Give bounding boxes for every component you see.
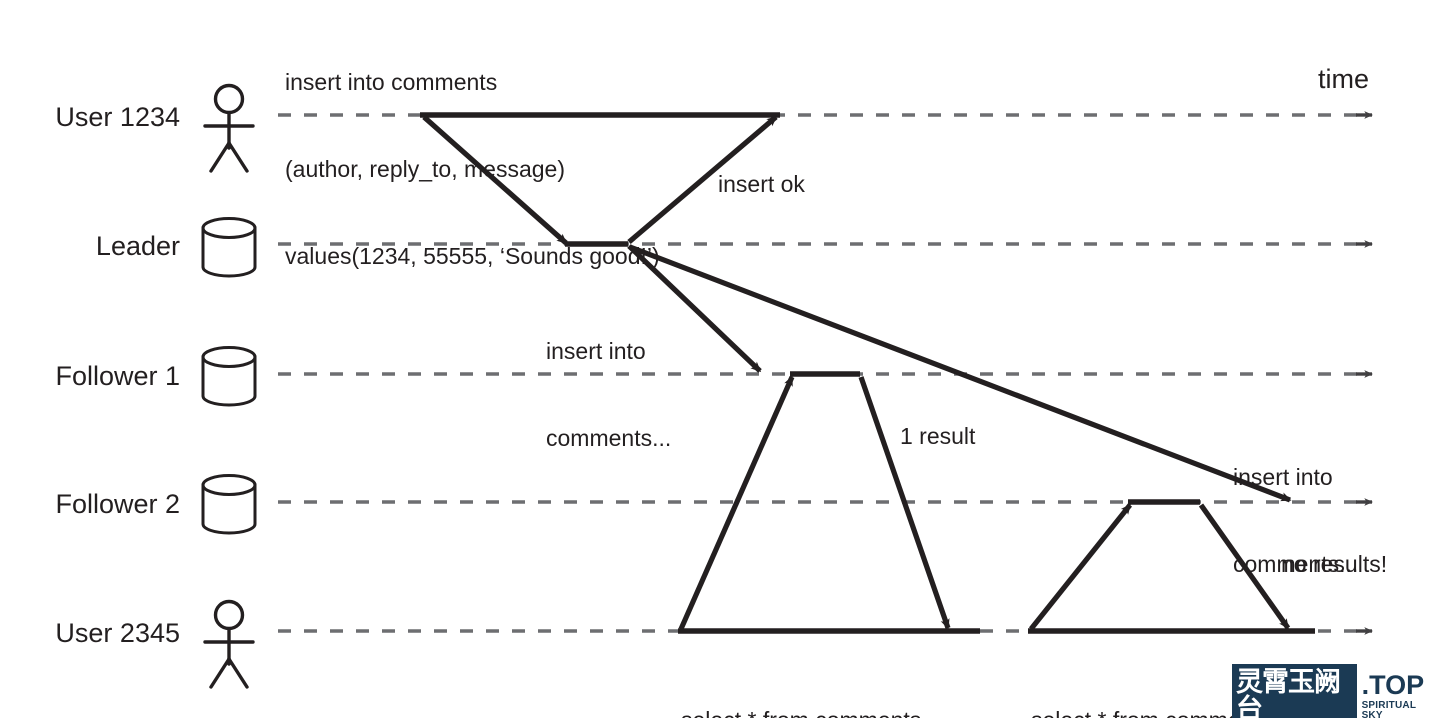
arrow-insert-ok bbox=[627, 115, 778, 244]
database-cylinder-icon-follower-1 bbox=[201, 346, 257, 407]
watermark-subtitle: SPIRITUAL SKY bbox=[1361, 700, 1416, 718]
watermark-latin: .TOP SPIRITUAL SKY bbox=[1362, 672, 1432, 718]
database-cylinder-icon-leader bbox=[201, 217, 257, 278]
query-2-note-line-1: select * from comments bbox=[1031, 706, 1272, 718]
insert-statement-note-line-1: insert into comments bbox=[285, 68, 498, 95]
actor-label-follower-2: Follower 2 bbox=[55, 489, 180, 519]
arrow-query-2-response bbox=[1198, 503, 1291, 630]
watermark: 灵霄玉阙台 .TOP SPIRITUAL SKY bbox=[1232, 664, 1432, 718]
replicate-follower-2-label: insert into comments... bbox=[1233, 405, 1358, 637]
arrow-replicate-follower-1 bbox=[627, 244, 762, 373]
arrow-insert-request bbox=[422, 115, 568, 245]
replicate-follower-2-label-line-1: insert into bbox=[1233, 463, 1333, 490]
database-cylinder-icon-follower-2 bbox=[201, 474, 257, 535]
query-2-note: select * from comments where reply_to = … bbox=[1031, 648, 1272, 718]
query-1-note-line-1: select * from comments bbox=[681, 706, 922, 718]
actor-label-user-2345: User 2345 bbox=[55, 618, 180, 648]
insert-ok-label: insert ok bbox=[718, 171, 805, 197]
arrow-replicate-follower-2 bbox=[629, 244, 1292, 503]
arrow-query-2-request bbox=[1028, 503, 1133, 631]
actor-label-leader: Leader bbox=[95, 231, 180, 261]
stick-figure-icon-user-2345 bbox=[203, 599, 255, 689]
insert-statement-note: insert into comments (author, reply_to, … bbox=[285, 10, 660, 329]
time-axis-label: time bbox=[1318, 64, 1370, 94]
stick-figure-icon-user-1234 bbox=[203, 83, 255, 173]
actor-label-user-1234: User 1234 bbox=[55, 102, 180, 132]
no-results-label: no results! bbox=[1281, 551, 1388, 577]
arrow-query-1-request bbox=[678, 375, 795, 631]
replicate-follower-1-label: insert into comments... bbox=[546, 279, 671, 511]
query-1-note: select * from comments where reply_to = … bbox=[681, 648, 922, 718]
lifeline-end-arrows bbox=[1356, 111, 1374, 635]
replicate-follower-2-label-line-2: comments... bbox=[1233, 550, 1359, 577]
watermark-tld: .TOP bbox=[1361, 670, 1425, 700]
message-arrows bbox=[422, 115, 1292, 631]
insert-statement-note-line-3: values(1234, 55555, ‘Sounds good!’) bbox=[285, 242, 660, 269]
actor-label-follower-1: Follower 1 bbox=[55, 361, 180, 391]
replicate-follower-1-label-line-1: insert into bbox=[546, 337, 646, 364]
watermark-cjk-text: 灵霄玉阙台 bbox=[1232, 664, 1357, 718]
replicate-follower-1-label-line-2: comments... bbox=[546, 424, 672, 451]
one-result-label: 1 result bbox=[900, 423, 976, 449]
arrow-query-1-response bbox=[858, 376, 951, 630]
activation-bars bbox=[420, 112, 1315, 634]
insert-statement-note-line-2: (author, reply_to, message) bbox=[285, 155, 565, 182]
